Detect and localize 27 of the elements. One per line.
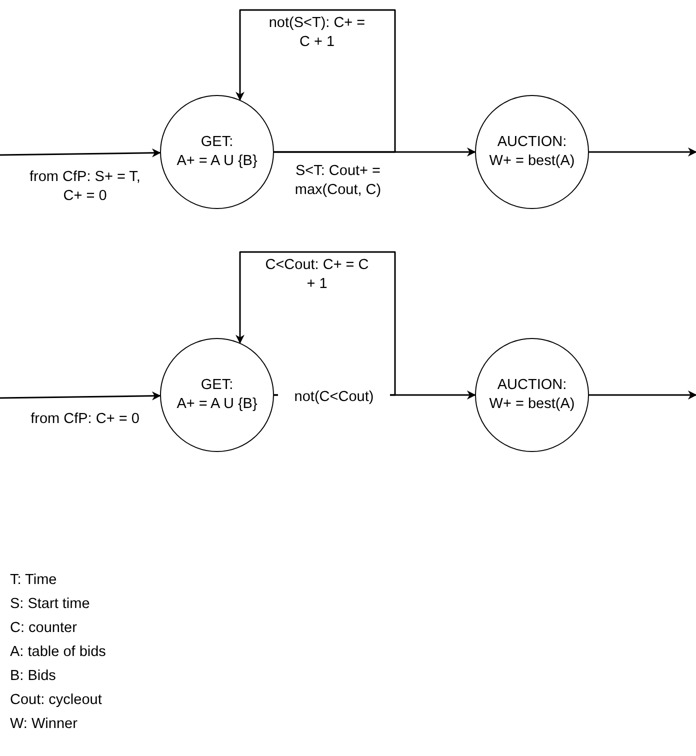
edge-label: S<T: Cout+ = max(Cout, C): [294, 162, 382, 200]
arrow: [0, 148, 161, 158]
legend-note: C: counter: [10, 620, 77, 636]
legend-note: B: Bids: [10, 668, 56, 684]
edge-label: from CfP: S+ = T, C+ = 0: [28, 168, 142, 206]
state-name: AUCTION:: [497, 133, 567, 152]
state-action: W+ = best(A): [489, 152, 575, 171]
legend-note: S: Start time: [10, 596, 90, 612]
state-action: A+ = A U {B}: [176, 152, 258, 171]
arrow: [0, 391, 161, 400]
state-action: A+ = A U {B}: [176, 395, 258, 414]
legend-note: W: Winner: [10, 716, 78, 732]
state-name: GET:: [200, 376, 234, 395]
arrow: [589, 390, 696, 400]
arrow: [274, 148, 476, 156]
arrow: [589, 148, 696, 156]
edge-label: not(S<T): C+ = C + 1: [268, 14, 366, 52]
legend-note: T: Time: [10, 572, 57, 588]
legend-note: Cout: cycleout: [10, 692, 102, 708]
state-action: W+ = best(A): [489, 395, 575, 414]
state-name: GET:: [200, 133, 234, 152]
state-name: AUCTION:: [497, 376, 567, 395]
edge-label: from CfP: C+ = 0: [30, 410, 140, 429]
edge-label: C<Cout: C+ = C + 1: [264, 256, 370, 294]
legend-note: A: table of bids: [10, 644, 106, 660]
self-loop-arrow: [236, 9, 396, 153]
edge-label: not(C<Cout): [278, 388, 390, 407]
